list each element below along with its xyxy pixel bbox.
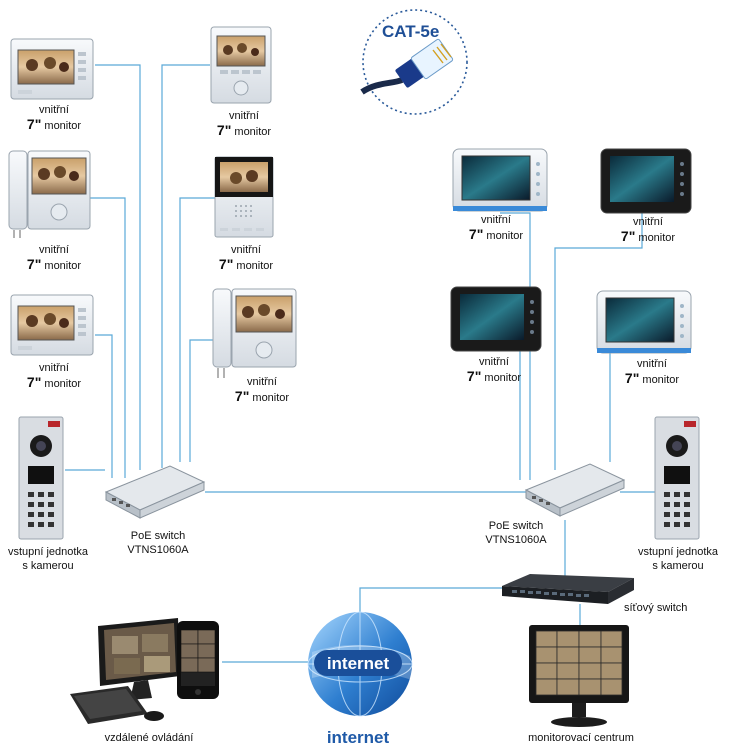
indoor-monitor-icon: [8, 150, 91, 238]
remote-control-label: vzdálené ovládání: [104, 732, 194, 744]
indoor-monitor-icon: [214, 156, 274, 238]
wire: [95, 64, 141, 470]
wire: [95, 334, 113, 478]
monitor-label: vnitřní 7" monitor: [218, 244, 274, 272]
indoor-monitor-icon: [10, 38, 94, 100]
wire: [179, 197, 215, 462]
monitor-label: vnitřní 7" monitor: [466, 356, 522, 384]
indoor-monitor-icon: [596, 290, 692, 354]
poe-switch-label: PoE switch VTNS1060A: [485, 520, 547, 546]
network-switch-icon: [502, 574, 634, 604]
cat5e-label: CAT-5e: [382, 22, 440, 41]
indoor-monitor-icon: [600, 148, 692, 214]
wire: [90, 197, 126, 478]
indoor-monitor-icon: [10, 294, 94, 356]
monitor-label: vnitřní 7" monitor: [234, 376, 290, 404]
laptop-icon: [70, 618, 180, 724]
indoor-monitor-icon: [212, 288, 297, 378]
monitor-label: vnitřní 7" monitor: [624, 358, 680, 386]
door-station-label: vstupní jednotka s kamerou: [637, 546, 719, 572]
poe-switch-icon: [524, 463, 626, 517]
globe-icon: internet: [307, 611, 413, 717]
monitor-label: vnitřní 7" monitor: [620, 216, 676, 244]
wire: [554, 213, 643, 470]
indoor-monitor-icon: [452, 148, 548, 212]
monitor-label: vnitřní 7" monitor: [26, 104, 82, 132]
wire: [161, 64, 210, 468]
monitoring-center-label: monitorovací centrum: [528, 732, 634, 744]
indoor-monitor-icon: [450, 286, 542, 352]
door-station-icon: [18, 416, 64, 540]
poe-switch-label: PoE switch VTNS1060A: [127, 530, 189, 556]
wire: [500, 212, 531, 480]
wire: [359, 587, 520, 612]
monitor-label: vnitřní 7" monitor: [26, 244, 82, 272]
network-switch-label: síťový switch: [624, 602, 688, 614]
monitor-label: vnitřní 7" monitor: [216, 110, 272, 138]
indoor-monitor-icon: [210, 26, 272, 104]
wire: [189, 339, 215, 462]
internet-label: internet: [326, 728, 390, 747]
ethernet-plug-icon: [360, 9, 468, 115]
monitor-label: vnitřní 7" monitor: [468, 214, 524, 242]
poe-switch-icon: [104, 465, 206, 519]
door-station-label: vstupní jednotka s kamerou: [7, 546, 89, 572]
smartphone-icon: [177, 621, 219, 699]
door-station-icon: [654, 416, 700, 540]
internet-globe-label: internet: [327, 654, 390, 673]
monitor-label: vnitřní 7" monitor: [26, 362, 82, 390]
monitoring-pc-icon: [529, 625, 629, 727]
